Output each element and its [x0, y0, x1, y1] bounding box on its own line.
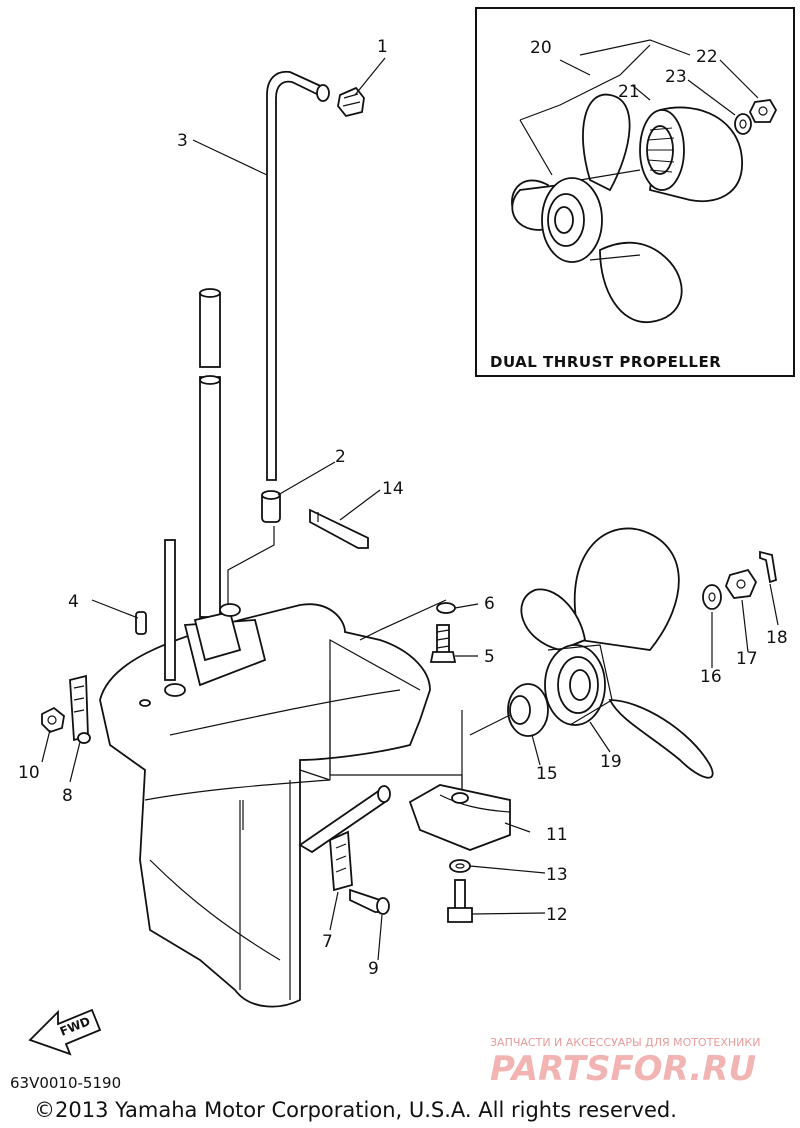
nut-part-10: [41, 706, 65, 734]
anode-part-11: [408, 784, 511, 851]
callout-9: 9: [368, 959, 379, 979]
callout-16: 16: [700, 667, 722, 687]
callout-21: 21: [618, 82, 640, 102]
castle-nut-part-17: [724, 568, 758, 599]
damper-part-14: [309, 508, 369, 549]
callout-11: 11: [546, 825, 568, 845]
dowel-pin-part-4: [135, 611, 147, 635]
water-pipe: [266, 70, 326, 481]
callout-17: 17: [736, 649, 758, 669]
part-code: 63V0010-5190: [10, 1074, 121, 1092]
callout-1: 1: [377, 37, 388, 57]
callout-5: 5: [484, 647, 495, 667]
dual-thrust-propeller-inset: 20 21 22 23 DUAL THRUST PROPELLER: [475, 7, 795, 377]
bolt-part-12: [447, 879, 473, 923]
propeller-part-19: [520, 527, 714, 779]
guide-lines: [227, 526, 511, 830]
inset-title: DUAL THRUST PROPELLER: [490, 353, 721, 371]
callout-23: 23: [665, 67, 687, 87]
thrust-washer-part-15: [507, 683, 549, 737]
cotter-pin-part-18: [759, 550, 778, 584]
callout-12: 12: [546, 905, 568, 925]
callout-10: 10: [18, 763, 40, 783]
callout-18: 18: [766, 628, 788, 648]
callout-22: 22: [696, 47, 718, 67]
washer-part-6: [436, 602, 456, 614]
watermark-logo: PARTSFOR.RU: [490, 1049, 756, 1089]
callout-13: 13: [546, 865, 568, 885]
leader-lines: [41, 57, 779, 961]
seal-part-2: [261, 490, 281, 523]
callout-15: 15: [536, 764, 558, 784]
callout-14: 14: [382, 479, 404, 499]
callout-6: 6: [484, 594, 495, 614]
watermark-tagline: ЗАПЧАСТИ И АКСЕССУАРЫ ДЛЯ МОТОТЕХНИКИ: [490, 1036, 760, 1049]
callout-2: 2: [335, 447, 346, 467]
drive-shaft: [164, 288, 221, 681]
bracket-part-7: [329, 830, 353, 892]
callout-19: 19: [600, 752, 622, 772]
bracket-part-8: [69, 674, 91, 744]
watermark: ЗАПЧАСТИ И АКСЕССУАРЫ ДЛЯ МОТОТЕХНИКИ PA…: [490, 1036, 760, 1089]
callout-4: 4: [68, 592, 79, 612]
washer-part-13: [449, 859, 471, 873]
washer-part-16: [702, 584, 722, 610]
callout-7: 7: [322, 932, 333, 952]
grommet-part-1: [337, 86, 365, 118]
callout-3: 3: [177, 131, 188, 151]
copyright-notice: ©2013 Yamaha Motor Corporation, U.S.A. A…: [34, 1098, 677, 1122]
forward-arrow-icon: FWD: [28, 1008, 102, 1056]
callout-8: 8: [62, 786, 73, 806]
callout-20: 20: [530, 38, 552, 58]
water-inlet-area: [139, 603, 267, 707]
bolt-part-5: [429, 624, 457, 663]
